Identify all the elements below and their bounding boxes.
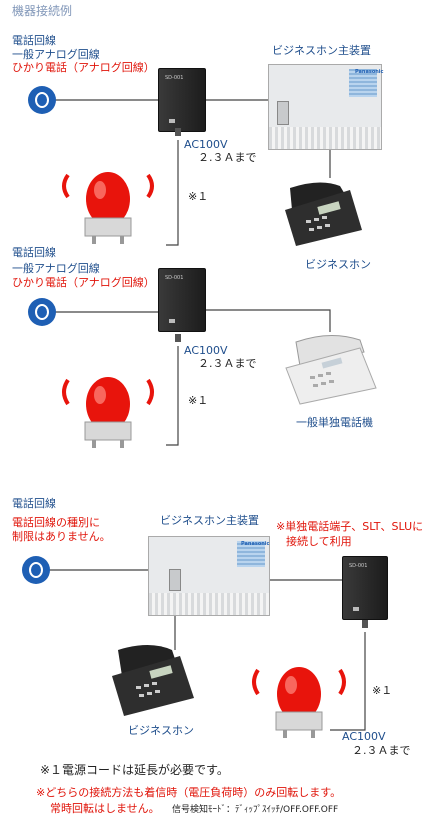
detector-device: SD-001 <box>158 268 206 332</box>
pbx-label: ビジネスホン主装置 <box>160 514 259 527</box>
pbx-unit: Panasonic <box>268 64 384 150</box>
pbx-vent <box>349 69 377 97</box>
footnote-rotation: ※どちらの接続方法も着信時（電圧負荷時）のみ回転します。 <box>36 786 342 799</box>
detector-device: SD-001 <box>342 556 388 620</box>
ampere-label: ２.３Ａまで <box>198 151 257 164</box>
restriction-note: 制限はありません。 <box>12 530 111 543</box>
note-mark: ※１ <box>188 394 209 407</box>
business-phone-label: ビジネスホン <box>305 258 371 271</box>
power-plug-icon <box>175 334 181 342</box>
phone-jack-icon <box>22 556 50 584</box>
restriction-note: 電話回線の種別に <box>12 516 100 529</box>
pbx-unit: Panasonic <box>148 536 270 616</box>
pbx-switch <box>169 569 181 591</box>
phone-line-label: 電話回線 <box>12 34 56 47</box>
analog-phone-label: 一般単独電話機 <box>296 416 373 429</box>
phone-jack-icon <box>28 298 56 326</box>
pbx-switch <box>277 101 289 125</box>
device-label: SD-001 <box>165 275 184 281</box>
footnote-power-cord: ※１電源コードは延長が必要です。 <box>40 763 229 777</box>
analog-line-label: 一般アナログ回線 <box>12 262 100 275</box>
hikari-line-label: ひかり電話（アナログ回線） <box>12 276 155 289</box>
page-title: 機器接続例 <box>12 4 73 18</box>
signal-detect-mode: 信号検知ﾓｰﾄﾞ：ﾃﾞｨｯﾌﾟｽｲｯﾁ/OFF.OFF.OFF <box>172 805 339 815</box>
ac-voltage-label: AC100V <box>184 138 228 151</box>
pbx-brand: Panasonic <box>241 541 270 547</box>
analog-line-label: 一般アナログ回線 <box>12 48 100 61</box>
note-mark: ※１ <box>188 190 209 203</box>
hikari-line-label: ひかり電話（アナログ回線） <box>12 61 155 74</box>
slt-note: ※単独電話端子、SLT、SLUに <box>276 520 424 533</box>
phone-jack-icon <box>28 86 56 114</box>
ampere-label: ２.３Ａまで <box>352 744 411 757</box>
note-mark: ※１ <box>372 684 393 697</box>
detector-device: SD-001 <box>158 68 206 132</box>
slt-note: 接続して利用 <box>286 535 352 548</box>
pbx-brand: Panasonic <box>355 69 384 75</box>
business-phone-label: ビジネスホン <box>128 724 194 737</box>
device-label: SD-001 <box>165 75 184 81</box>
footnote-rotation: 常時回転はしません。 <box>50 802 160 815</box>
pbx-label: ビジネスホン主装置 <box>272 44 371 57</box>
device-label: SD-001 <box>349 563 368 569</box>
power-plug-icon <box>362 620 368 628</box>
phone-line-label: 電話回線 <box>12 497 56 510</box>
pbx-vent <box>237 541 265 567</box>
power-plug-icon <box>175 128 181 136</box>
phone-line-label: 電話回線 <box>12 246 56 259</box>
ac-voltage-label: AC100V <box>342 730 386 743</box>
ampere-label: ２.３Ａまで <box>198 357 257 370</box>
ac-voltage-label: AC100V <box>184 344 228 357</box>
